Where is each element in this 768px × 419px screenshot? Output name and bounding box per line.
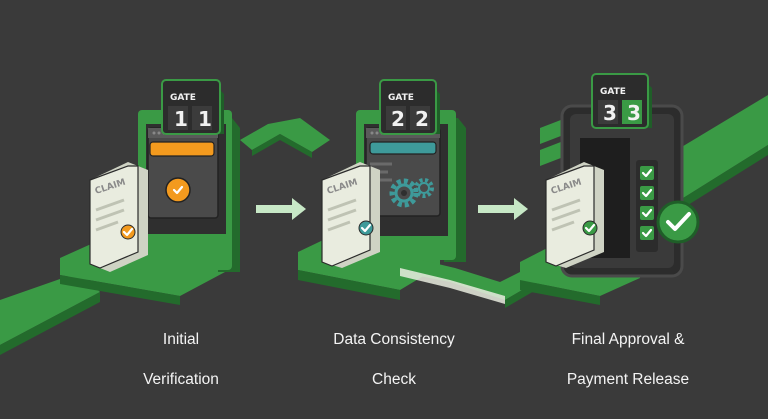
stage-caption-3-line1: Final Approval & [571,331,685,348]
gear-icon [389,178,434,208]
gate-number-lit-3: 3 [627,101,641,125]
gate-1: GATE 1 1 [138,79,240,272]
stage-caption-2-line2: Check [372,371,416,388]
gate-number-lit-1: 1 [198,107,212,131]
stage-caption-1: Initial Verification [86,310,276,410]
claim-document-1: CLAIM [89,162,148,272]
approved-check-icon [656,200,700,244]
check-icon [165,177,191,203]
stage-caption-3: Final Approval & Payment Release [533,310,723,410]
gate-number-2: 2 [391,107,405,131]
gate-number-lit-2: 2 [415,107,429,131]
gate-number-1: 1 [174,107,188,131]
stage-caption-1-line2: Verification [143,371,219,388]
gate-label-1: GATE [170,93,196,103]
gate-label-2: GATE [388,93,414,103]
arrow-right-icon [478,198,528,220]
gate-label-3: GATE [600,87,626,97]
gate-number-3: 3 [603,101,617,125]
gate-3: GATE 3 3 [540,73,700,278]
stage-caption-3-line2: Payment Release [566,371,690,388]
stage-caption-2-line1: Data Consistency [333,331,455,348]
arrow-right-icon [256,198,306,220]
stage-caption-1-line1: Initial [162,331,200,348]
claim-document-2: CLAIM [321,162,380,268]
progress-bar [149,141,215,157]
bridge-link [240,118,330,152]
stage-caption-2: Data Consistency Check [299,310,489,410]
claim-document-3: CLAIM [545,162,604,268]
gate-2: GATE 2 2 [356,79,466,262]
